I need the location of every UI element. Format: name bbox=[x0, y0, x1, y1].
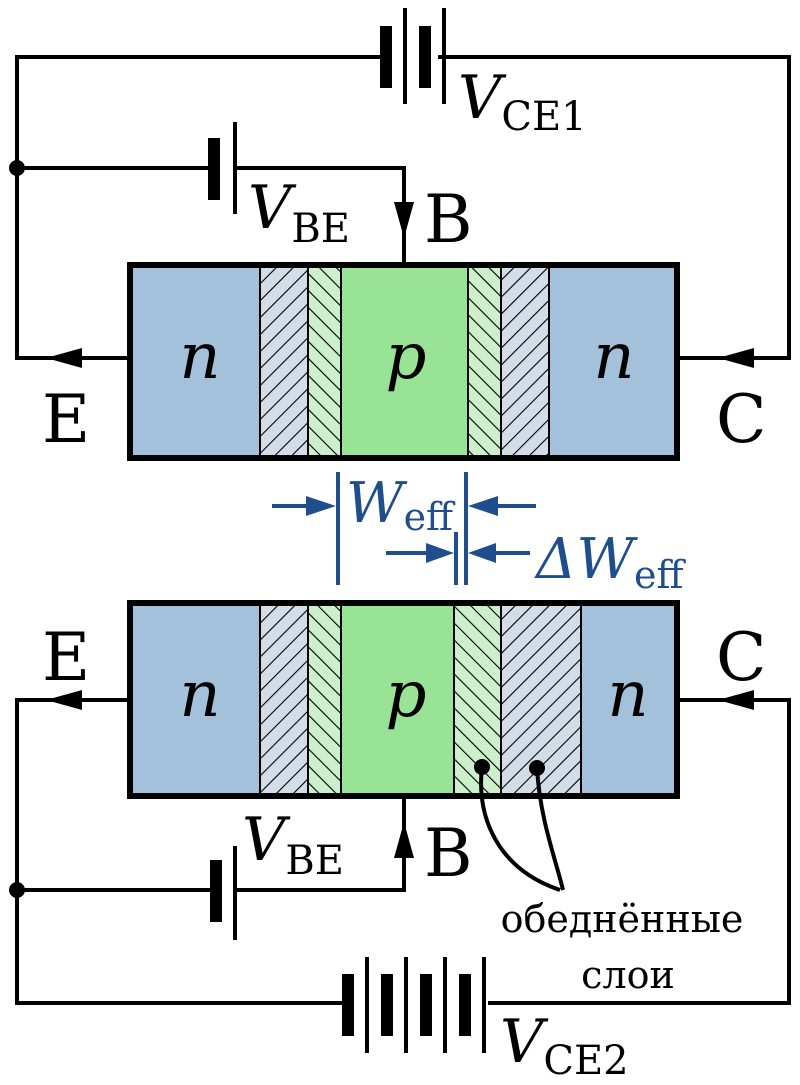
top-emitter-arrow-icon bbox=[46, 348, 82, 368]
top-circuit: n p n B E C VCE1 VBE bbox=[9, 8, 791, 461]
depletion-pointer bbox=[474, 759, 565, 892]
width-annotations: Weff ΔWeff bbox=[272, 471, 686, 597]
bottom-vce-battery-icon bbox=[342, 957, 486, 1053]
bottom-collector-arrow-icon bbox=[718, 690, 754, 710]
delta-weff-label: ΔWeff bbox=[534, 527, 686, 597]
top-region-mid-label: p bbox=[386, 320, 427, 394]
bottom-collector-label: C bbox=[716, 619, 767, 696]
top-collector-label: C bbox=[716, 381, 767, 458]
top-vce-label: VCE1 bbox=[458, 63, 587, 140]
bottom-emitter-arrow-icon bbox=[46, 690, 82, 710]
bottom-vbe-label: VBE bbox=[242, 805, 344, 884]
top-collector-n-region bbox=[549, 265, 677, 458]
bottom-emitter-n-region bbox=[130, 603, 260, 796]
top-region-left-label: n bbox=[179, 320, 220, 394]
top-base-label: B bbox=[424, 181, 473, 258]
bottom-region-left-label: n bbox=[179, 658, 220, 732]
bottom-junction-dot bbox=[9, 882, 25, 898]
bottom-base-label: B bbox=[424, 815, 473, 892]
bottom-vbe-battery-icon bbox=[210, 846, 237, 940]
top-vbe-label: VBE bbox=[248, 173, 350, 252]
bottom-base-arrow-icon bbox=[394, 822, 414, 858]
depletion-caption-line1: обеднённые bbox=[501, 897, 744, 941]
delta-weff-right-arrow-icon bbox=[468, 543, 496, 563]
top-junction-dot bbox=[9, 160, 25, 176]
bottom-region-mid-label: p bbox=[386, 658, 427, 732]
bottom-emitter-label: E bbox=[42, 619, 90, 696]
top-base-p-region bbox=[341, 265, 468, 458]
weff-left-arrow-icon bbox=[306, 496, 336, 516]
top-emitter-label: E bbox=[42, 381, 90, 458]
delta-weff-left-arrow-icon bbox=[426, 543, 454, 563]
top-region-right-label: n bbox=[593, 320, 634, 394]
bottom-region-right-label: n bbox=[607, 658, 648, 732]
top-base-arrow-icon bbox=[394, 202, 414, 238]
bottom-circuit: n p n B E C VBE VCE2 обеднённые слои bbox=[9, 600, 791, 1084]
bottom-collector-n-region bbox=[581, 603, 677, 796]
top-vce-battery-icon bbox=[380, 8, 446, 104]
top-vbe-battery-icon bbox=[208, 122, 237, 214]
bottom-base-p-region bbox=[341, 603, 454, 796]
depletion-caption-line2: слои bbox=[581, 953, 675, 997]
bottom-transistor-body bbox=[127, 600, 680, 799]
top-collector-arrow-icon bbox=[718, 348, 754, 368]
bottom-vce-label: VCE2 bbox=[500, 1007, 629, 1084]
top-emitter-n-region bbox=[130, 265, 260, 458]
top-transistor-body bbox=[127, 262, 680, 461]
weff-label: Weff bbox=[346, 471, 456, 539]
weff-right-arrow-icon bbox=[468, 496, 498, 516]
